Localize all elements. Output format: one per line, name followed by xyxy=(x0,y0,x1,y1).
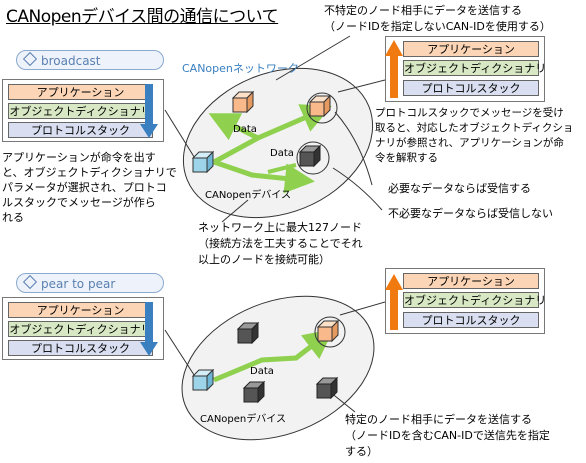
note-line: アプリケーションが命令を出す xyxy=(2,151,156,164)
device-label: CANopenデバイス xyxy=(205,190,291,201)
data-label: Data xyxy=(270,148,294,159)
note-line: 以上のノードを接続可能） xyxy=(198,253,330,266)
down-arrow-shaft xyxy=(145,302,153,344)
note-line: 特定のノード相手にデータを送信する xyxy=(345,413,532,426)
node-orange-cube xyxy=(317,320,339,342)
data-arrow xyxy=(208,113,260,141)
callout-line xyxy=(221,199,249,223)
p2p-label: pear to pear xyxy=(16,273,164,293)
note-needed: 必要なデータならば受信する xyxy=(388,182,531,195)
note-line: ナリが参照され、アプリケーションが命 xyxy=(375,137,564,149)
node-orange-cube xyxy=(309,95,331,117)
note-line: 不特定のノード相手にデータを送信する xyxy=(324,4,522,17)
down-arrow-head xyxy=(140,124,158,138)
p2p-label-text: pear to pear xyxy=(41,277,116,291)
note-line: パラメータが選択され、プロトコ xyxy=(2,181,167,194)
note-line: と、オブジェクトディクショナリで xyxy=(2,166,177,179)
note-line: れる xyxy=(2,211,24,224)
note-line: ルスタックでメッセージが作ら xyxy=(2,196,156,209)
callout-line xyxy=(339,301,386,316)
layer-object-dictionary: オブジェクトディクショナリ xyxy=(8,321,153,337)
layer-application: アプリケーション xyxy=(403,41,539,57)
layer-protocol-stack: プロトコルスタック xyxy=(8,340,153,356)
note-line: 取ると、対応したオブジェクトディクショ xyxy=(375,122,574,134)
node-highlight-circle xyxy=(314,316,346,348)
up-arrow-head xyxy=(385,274,403,290)
note-broadcast-right: プロトコルスタックでメッセージを受け 取ると、対応したオブジェクトディクショ ナ… xyxy=(375,106,573,166)
note-broadcast-left: アプリケーションが命令を出す と、オブジェクトディクショナリで パラメータが選択… xyxy=(2,150,177,225)
callout-line xyxy=(334,111,373,186)
node-gray-cube xyxy=(316,377,338,399)
callout-line xyxy=(337,79,386,93)
layer-application: アプリケーション xyxy=(403,273,539,289)
data-label: Data xyxy=(233,124,257,135)
broadcast-right-stack: アプリケーション オブジェクトディクショナリ プロトコルスタック xyxy=(385,36,547,102)
note-line: （接続方法を工夫することでそれ xyxy=(198,237,363,250)
down-arrow-head xyxy=(140,342,158,356)
node-highlight-circle xyxy=(296,141,330,175)
note-line: 令を解釈する xyxy=(375,152,438,164)
data-arrow xyxy=(267,163,297,174)
callout-line xyxy=(275,35,351,81)
layer-application: アプリケーション xyxy=(8,84,153,100)
layer-protocol-stack: プロトコルスタック xyxy=(403,312,539,328)
callout-line xyxy=(164,329,197,379)
note-line: ネットワーク上に最大127ノード xyxy=(198,221,362,234)
layer-protocol-stack: プロトコルスタック xyxy=(8,122,153,138)
note-unneeded: 不必要なデータならば受信しない xyxy=(388,207,553,220)
node-blue-cube xyxy=(192,369,214,391)
note-broadcast-top: 不特定のノード相手にデータを送信する （ノードIDを指定しないCAN-IDを使用… xyxy=(324,3,551,35)
node-orange-cube xyxy=(232,91,254,113)
note-line: プロトコルスタックでメッセージを受け xyxy=(375,107,564,119)
data-arrow xyxy=(213,159,315,194)
node-gray-cube xyxy=(243,381,265,403)
up-arrow-head xyxy=(385,40,403,56)
network-label: CANopenネットワーク xyxy=(182,62,299,75)
broadcast-label: broadcast xyxy=(16,50,164,70)
p2p-left-stack: アプリケーション オブジェクトディクショナリ プロトコルスタック xyxy=(2,297,164,360)
node-highlight-circle xyxy=(306,92,338,124)
callout-line xyxy=(164,109,197,161)
broadcast-arrows xyxy=(208,104,332,194)
note-line: （ノードIDを含むCAN-IDで送信先を指定 xyxy=(345,429,550,442)
down-arrow-shaft xyxy=(145,84,153,126)
callout-line xyxy=(332,167,383,211)
broadcast-label-text: broadcast xyxy=(41,54,101,68)
note-line: する） xyxy=(345,445,378,458)
note-line: （ノードIDを指定しないCAN-IDを使用する） xyxy=(324,20,551,33)
up-arrow-shaft xyxy=(390,54,398,98)
layer-application: アプリケーション xyxy=(8,302,153,318)
node-gray-cube xyxy=(237,322,259,344)
node-blue-cube xyxy=(192,151,214,173)
note-p2p-bottom: 特定のノード相手にデータを送信する （ノードIDを含むCAN-IDで送信先を指定… xyxy=(345,412,550,460)
broadcast-left-stack: アプリケーション オブジェクトディクショナリ プロトコルスタック xyxy=(2,79,164,142)
layer-protocol-stack: プロトコルスタック xyxy=(403,80,539,96)
layer-object-dictionary: オブジェクトディクショナリ xyxy=(403,60,547,76)
p2p-right-stack: アプリケーション オブジェクトディクショナリ プロトコルスタック xyxy=(385,268,547,334)
layer-object-dictionary: オブジェクトディクショナリ xyxy=(403,292,547,308)
page-title: CANopenデバイス間の通信について xyxy=(6,7,279,27)
note-broadcast-bottom: ネットワーク上に最大127ノード （接続方法を工夫することでそれ 以上のノードを… xyxy=(198,220,363,268)
data-label: Data xyxy=(250,366,274,377)
node-gray-cube xyxy=(299,145,321,167)
device-label: CANopenデバイス xyxy=(200,414,286,425)
data-arrow xyxy=(213,328,334,383)
up-arrow-shaft xyxy=(390,288,398,330)
